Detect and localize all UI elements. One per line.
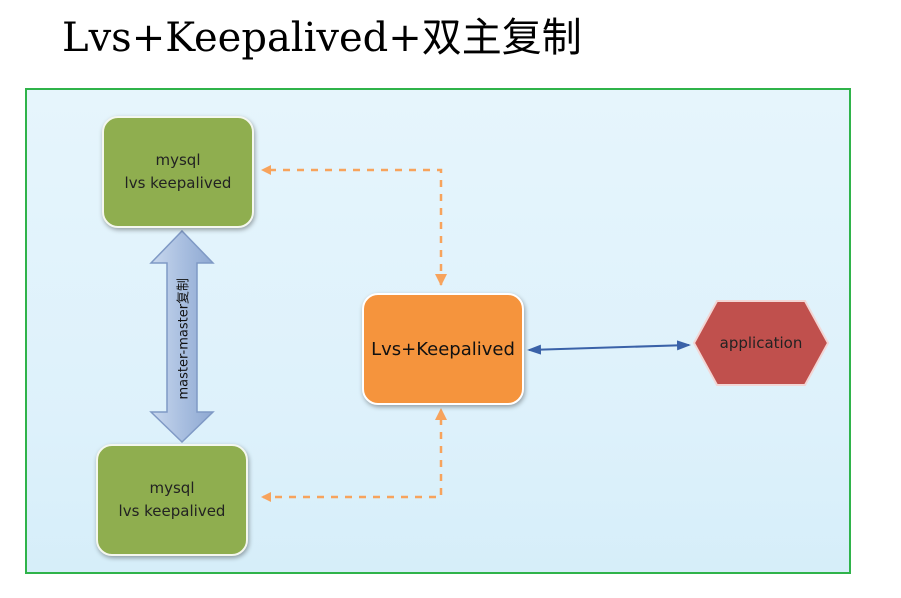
mysql-node-bottom-line2: lvs keepalived	[118, 502, 226, 520]
edge-lvs-top-arrowhead	[435, 274, 447, 286]
hexagon-shape	[693, 300, 829, 386]
application-label: application	[719, 334, 803, 352]
mysql-node-top: mysql lvs keepalived	[102, 116, 254, 228]
edge-lvs-bottom-arrowhead	[435, 408, 447, 420]
lvs-keepalived-label: Lvs+Keepalived	[371, 338, 515, 360]
application-node: application	[693, 300, 829, 386]
diagram-connectors	[149, 165, 691, 502]
replication-label: master-master复制	[176, 277, 192, 400]
mysql-node-bottom-line1: mysql	[149, 479, 195, 497]
mysql-node-top-line1: mysql	[155, 151, 201, 169]
mysql-node-top-line2: lvs keepalived	[124, 174, 232, 192]
lvs-keepalived-node: Lvs+Keepalived	[362, 293, 524, 405]
diagram-frame: master-master复制 mysql lvs keepalived mys…	[25, 88, 851, 574]
edge-lvs-to-mysql-bottom	[261, 418, 443, 502]
edge-lvs-to-mysql-top	[261, 165, 443, 285]
page-title: Lvs+Keepalived+双主复制	[62, 15, 582, 61]
replication-arrow	[149, 229, 215, 444]
edge-lvs-application	[527, 340, 691, 355]
mysql-node-bottom: mysql lvs keepalived	[96, 444, 248, 556]
